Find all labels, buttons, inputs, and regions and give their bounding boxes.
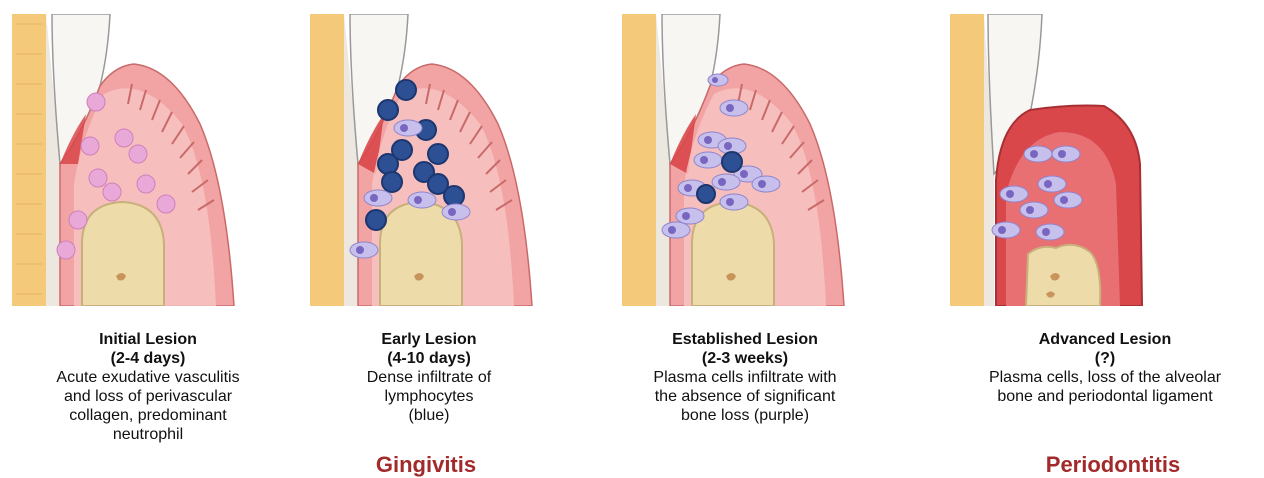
resorbed-alveolar-bone [1026, 245, 1100, 306]
lesion-description-line: Dense infiltrate of [284, 368, 574, 387]
tooth-gingiva-illustration [950, 14, 1182, 306]
lesion-title: Initial Lesion [3, 330, 293, 349]
lesion-duration: (?) [955, 349, 1255, 368]
lesion-description-line: neutrophil [3, 425, 293, 444]
lesion-description-line: Plasma cells, loss of the alveolar [955, 368, 1255, 387]
panel-initial-illustration [12, 14, 244, 306]
caption-advanced: Advanced Lesion (?) Plasma cells, loss o… [955, 330, 1255, 406]
tooth-gingiva-illustration [12, 14, 244, 306]
tooth-gingiva-illustration [310, 14, 542, 306]
lesion-description-line: (blue) [284, 406, 574, 425]
lesion-duration: (2-4 days) [3, 349, 293, 368]
panel-advanced-illustration [950, 14, 1182, 306]
dentin-strip [950, 14, 984, 306]
dentin-strip [310, 14, 344, 306]
tooth-gingiva-illustration [622, 14, 854, 306]
alveolar-bone [692, 202, 774, 306]
lesion-title: Early Lesion [284, 330, 574, 349]
dentin-strip [622, 14, 656, 306]
alveolar-bone [82, 202, 164, 306]
caption-established: Established Lesion (2-3 weeks) Plasma ce… [600, 330, 890, 425]
dentin-strip [12, 14, 46, 306]
caption-early: Early Lesion (4-10 days) Dense infiltrat… [284, 330, 574, 425]
lesion-title: Established Lesion [600, 330, 890, 349]
panel-early-illustration [310, 14, 542, 306]
lesion-description-line: lymphocytes [284, 387, 574, 406]
caption-initial: Initial Lesion (2-4 days) Acute exudativ… [3, 330, 293, 444]
lesion-description-line: bone loss (purple) [600, 406, 890, 425]
lesion-duration: (4-10 days) [284, 349, 574, 368]
lesion-description-line: Acute exudative vasculitis [3, 368, 293, 387]
lesion-description-line: collagen, predominant [3, 406, 293, 425]
lesion-description-line: bone and periodontal ligament [955, 387, 1255, 406]
lesion-title: Advanced Lesion [955, 330, 1255, 349]
lesion-description-line: and loss of perivascular [3, 387, 293, 406]
panel-established-illustration [622, 14, 854, 306]
lesion-duration: (2-3 weeks) [600, 349, 890, 368]
lesion-description-line: the absence of significant [600, 387, 890, 406]
lesion-description-line: Plasma cells infiltrate with [600, 368, 890, 387]
stage-label-periodontitis: Periodontitis [968, 452, 1258, 478]
stage-label-gingivitis: Gingivitis [281, 452, 571, 478]
